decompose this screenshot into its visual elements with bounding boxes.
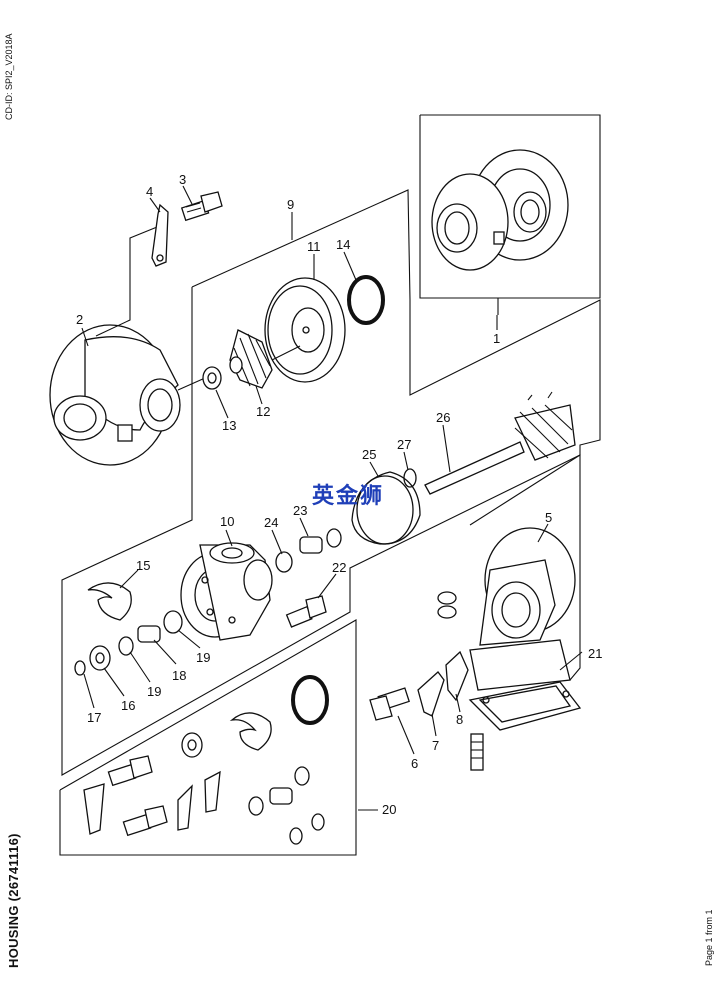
watermark-logo: 英金狮 [312, 484, 385, 509]
callout-21: 23 [293, 503, 307, 518]
callout-6: 6 [411, 756, 418, 771]
callout-4: 4 [146, 184, 153, 199]
part-12-compressor-wheel [229, 329, 301, 389]
callout-16: 16 [121, 698, 135, 713]
part-3-bolt [180, 191, 223, 222]
part-2-compressor-housing [49, 224, 206, 466]
callout-7: 7 [432, 738, 439, 753]
callout-25: 27 [397, 437, 411, 452]
group-frame-26 [59, 619, 357, 856]
callout-24: 26 [436, 410, 450, 425]
part-13-nut [202, 366, 222, 390]
callout-10: 10 [220, 514, 234, 529]
callout-3: 3 [179, 172, 186, 187]
part-6-bolt [369, 687, 410, 721]
callout-20: 22 [332, 560, 346, 575]
callout-13: 13 [222, 418, 236, 433]
callout-27: 21 [588, 646, 602, 661]
callout-5: 5 [545, 510, 552, 525]
group-frame-9 [61, 189, 601, 776]
leader-lines [81, 185, 583, 811]
callout-26: 20 [382, 802, 396, 817]
part-4-lock-plate [151, 203, 169, 267]
part-18-bushing [137, 625, 161, 643]
callout-14: 14 [336, 237, 350, 252]
part-25-ring [403, 468, 417, 488]
callout-8: 8 [456, 712, 463, 727]
callout-18: 18 [172, 668, 186, 683]
callout-23: 25 [362, 447, 376, 462]
part-23-heat-shield [351, 471, 421, 545]
part-21-bushing [299, 528, 342, 554]
group-frame-27 [469, 453, 581, 681]
stud [470, 733, 484, 771]
part-16-nut [89, 645, 111, 671]
callout-1: 1 [493, 331, 500, 346]
callout-11: 11 [307, 239, 321, 254]
part-27-gasket [468, 681, 582, 731]
part-1-turbocharger [431, 149, 569, 315]
callout-15: 15 [136, 558, 150, 573]
callout-2: 2 [76, 312, 83, 327]
callout-22: 24 [264, 515, 278, 530]
part-17-ring [74, 660, 86, 676]
part-14-o-ring [347, 275, 385, 325]
callout-19b: 19 [196, 650, 210, 665]
part-19-snap-rings [118, 610, 183, 656]
callout-19a: 19 [147, 684, 161, 699]
part-26-kit-contents [83, 675, 329, 845]
part-8-clamp [445, 650, 469, 702]
part-20-bolt [285, 595, 327, 628]
part-11-back-plate [264, 277, 346, 383]
callout-17: 17 [87, 710, 101, 725]
part-7-lock-plate [417, 671, 445, 717]
group-frame-1 [419, 114, 601, 299]
washer-nut-stack [437, 591, 457, 619]
callout-12: 12 [256, 404, 270, 419]
callout-9: 9 [287, 197, 294, 212]
callout-labels: 3 4 2 9 11 14 1 13 12 26 27 25 10 24 23 … [76, 172, 602, 817]
part-15-thrust-plate [87, 582, 132, 621]
part-24-turbine-shaft [424, 391, 576, 495]
part-5-turbine-housing [469, 527, 576, 691]
part-10-bearing-housing [180, 542, 273, 641]
part-22-snap-ring [275, 551, 293, 573]
